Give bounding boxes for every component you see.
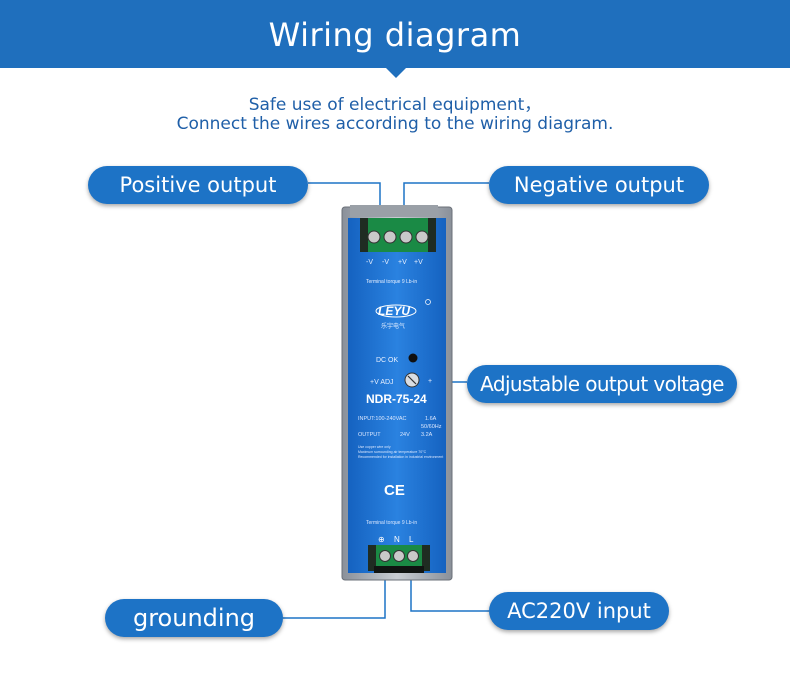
adj-label: +V ADJ bbox=[370, 379, 394, 386]
page-title: Wiring diagram bbox=[268, 16, 522, 54]
adjust-potentiometer-icon[interactable] bbox=[404, 372, 420, 388]
bottom-terminal-label-2: N bbox=[394, 535, 400, 544]
output-voltage: 24V bbox=[400, 432, 410, 438]
dc-ok-label: DC OK bbox=[376, 357, 399, 364]
top-terminal-block bbox=[360, 218, 436, 252]
input-freq: 50/60Hz bbox=[421, 424, 442, 430]
bottom-terminal-block bbox=[368, 545, 430, 573]
brand-name-cn: 乐宇电气 bbox=[381, 322, 405, 330]
callout-grounding: grounding bbox=[105, 599, 283, 637]
ce-mark: CE bbox=[384, 482, 405, 499]
device-case-top bbox=[350, 205, 438, 217]
top-terminal-label-2: -V bbox=[382, 259, 389, 266]
bottom-terminal-label-1: ⊕ bbox=[378, 535, 385, 544]
callout-positive-output: Positive output bbox=[88, 166, 308, 204]
input-label: INPUT:100-240VAC bbox=[358, 416, 407, 422]
fine-print-1: Use copper wire only bbox=[358, 445, 391, 449]
top-terminal-label-3: +V bbox=[398, 259, 407, 266]
input-current: 1.6A bbox=[425, 416, 437, 422]
subtitle-line-2: Connect the wires according to the wirin… bbox=[176, 114, 614, 134]
subtitle-line-1: Safe use of electrical equipment， bbox=[248, 95, 542, 115]
brand-logo: LEYU 乐宇电气 bbox=[375, 299, 431, 330]
line-grounding bbox=[283, 570, 386, 619]
bottom-terminal-label-3: L bbox=[409, 535, 414, 544]
fine-print-3: Recommended for installation in industri… bbox=[358, 455, 443, 459]
callout-ac-input: AC220V input bbox=[489, 592, 669, 630]
callout-adjustable-voltage: Adjustable output voltage bbox=[467, 365, 737, 403]
torque-note-top: Terminal torque 9 Lb-in bbox=[366, 279, 417, 285]
brand-name: LEYU bbox=[378, 304, 410, 318]
dc-ok-led bbox=[408, 353, 418, 363]
output-current: 3.2A bbox=[421, 432, 433, 438]
output-label: OUTPUT bbox=[358, 432, 381, 438]
header-band bbox=[0, 0, 790, 68]
header-notch bbox=[384, 66, 408, 78]
fine-print-2: Maximum surrounding air temperature 70°C bbox=[358, 450, 427, 454]
top-terminal-label-4: +V bbox=[414, 259, 423, 266]
line-ac-input bbox=[410, 570, 489, 612]
adj-plus: + bbox=[428, 378, 432, 385]
device-front bbox=[348, 218, 446, 573]
model-name: NDR-75-24 bbox=[366, 392, 427, 406]
top-terminal-label-1: -V bbox=[366, 259, 373, 266]
callout-negative-output: Negative output bbox=[489, 166, 709, 204]
torque-note-bottom: Terminal torque 9 Lb-in bbox=[366, 520, 417, 526]
